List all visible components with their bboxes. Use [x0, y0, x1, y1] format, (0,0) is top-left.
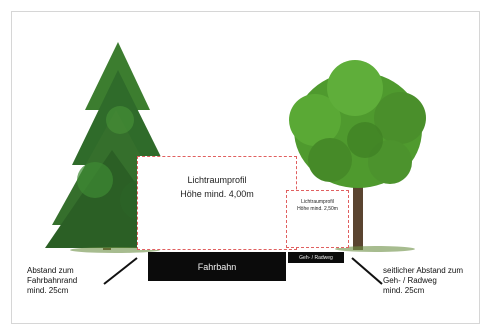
- note-left-line-2: Fahrbahnrand: [27, 276, 78, 285]
- broadleaf-tree: [289, 60, 426, 250]
- profile-height: Höhe mind. 4,00m: [180, 189, 254, 199]
- note-left-line-1: Abstand zum: [27, 266, 74, 275]
- note-right-line-1: seitlicher Abstand zum: [383, 266, 464, 275]
- clearance-profile-roadway: Lichtraumprofil Höhe mind. 4,00m: [137, 156, 297, 250]
- footpath-label: Geh- / Radweg: [299, 254, 333, 261]
- footpath-bar: Geh- / Radweg: [288, 252, 344, 263]
- note-left-line-3: mind. 25cm: [27, 286, 69, 295]
- roadway-label: Fahrbahn: [197, 261, 237, 272]
- right-pointer-line: [351, 257, 383, 285]
- profile-height-small: Höhe mind. 2,50m: [297, 206, 338, 212]
- clearance-profile-path: Lichtraumprofil Höhe mind. 2,50m: [286, 190, 349, 248]
- note-right-line-3: mind. 25cm: [383, 286, 425, 295]
- roadway-bar: Fahrbahn: [148, 252, 286, 281]
- left-pointer-line: [103, 257, 138, 285]
- profile-title: Lichtraumprofil: [187, 175, 247, 185]
- note-path-distance: seitlicher Abstand zum Geh- / Radweg min…: [383, 266, 483, 296]
- note-right-line-2: Geh- / Radweg: [383, 276, 437, 285]
- profile-title-small: Lichtraumprofil: [301, 199, 334, 205]
- note-roadway-distance: Abstand zum Fahrbahnrand mind. 25cm: [27, 266, 107, 296]
